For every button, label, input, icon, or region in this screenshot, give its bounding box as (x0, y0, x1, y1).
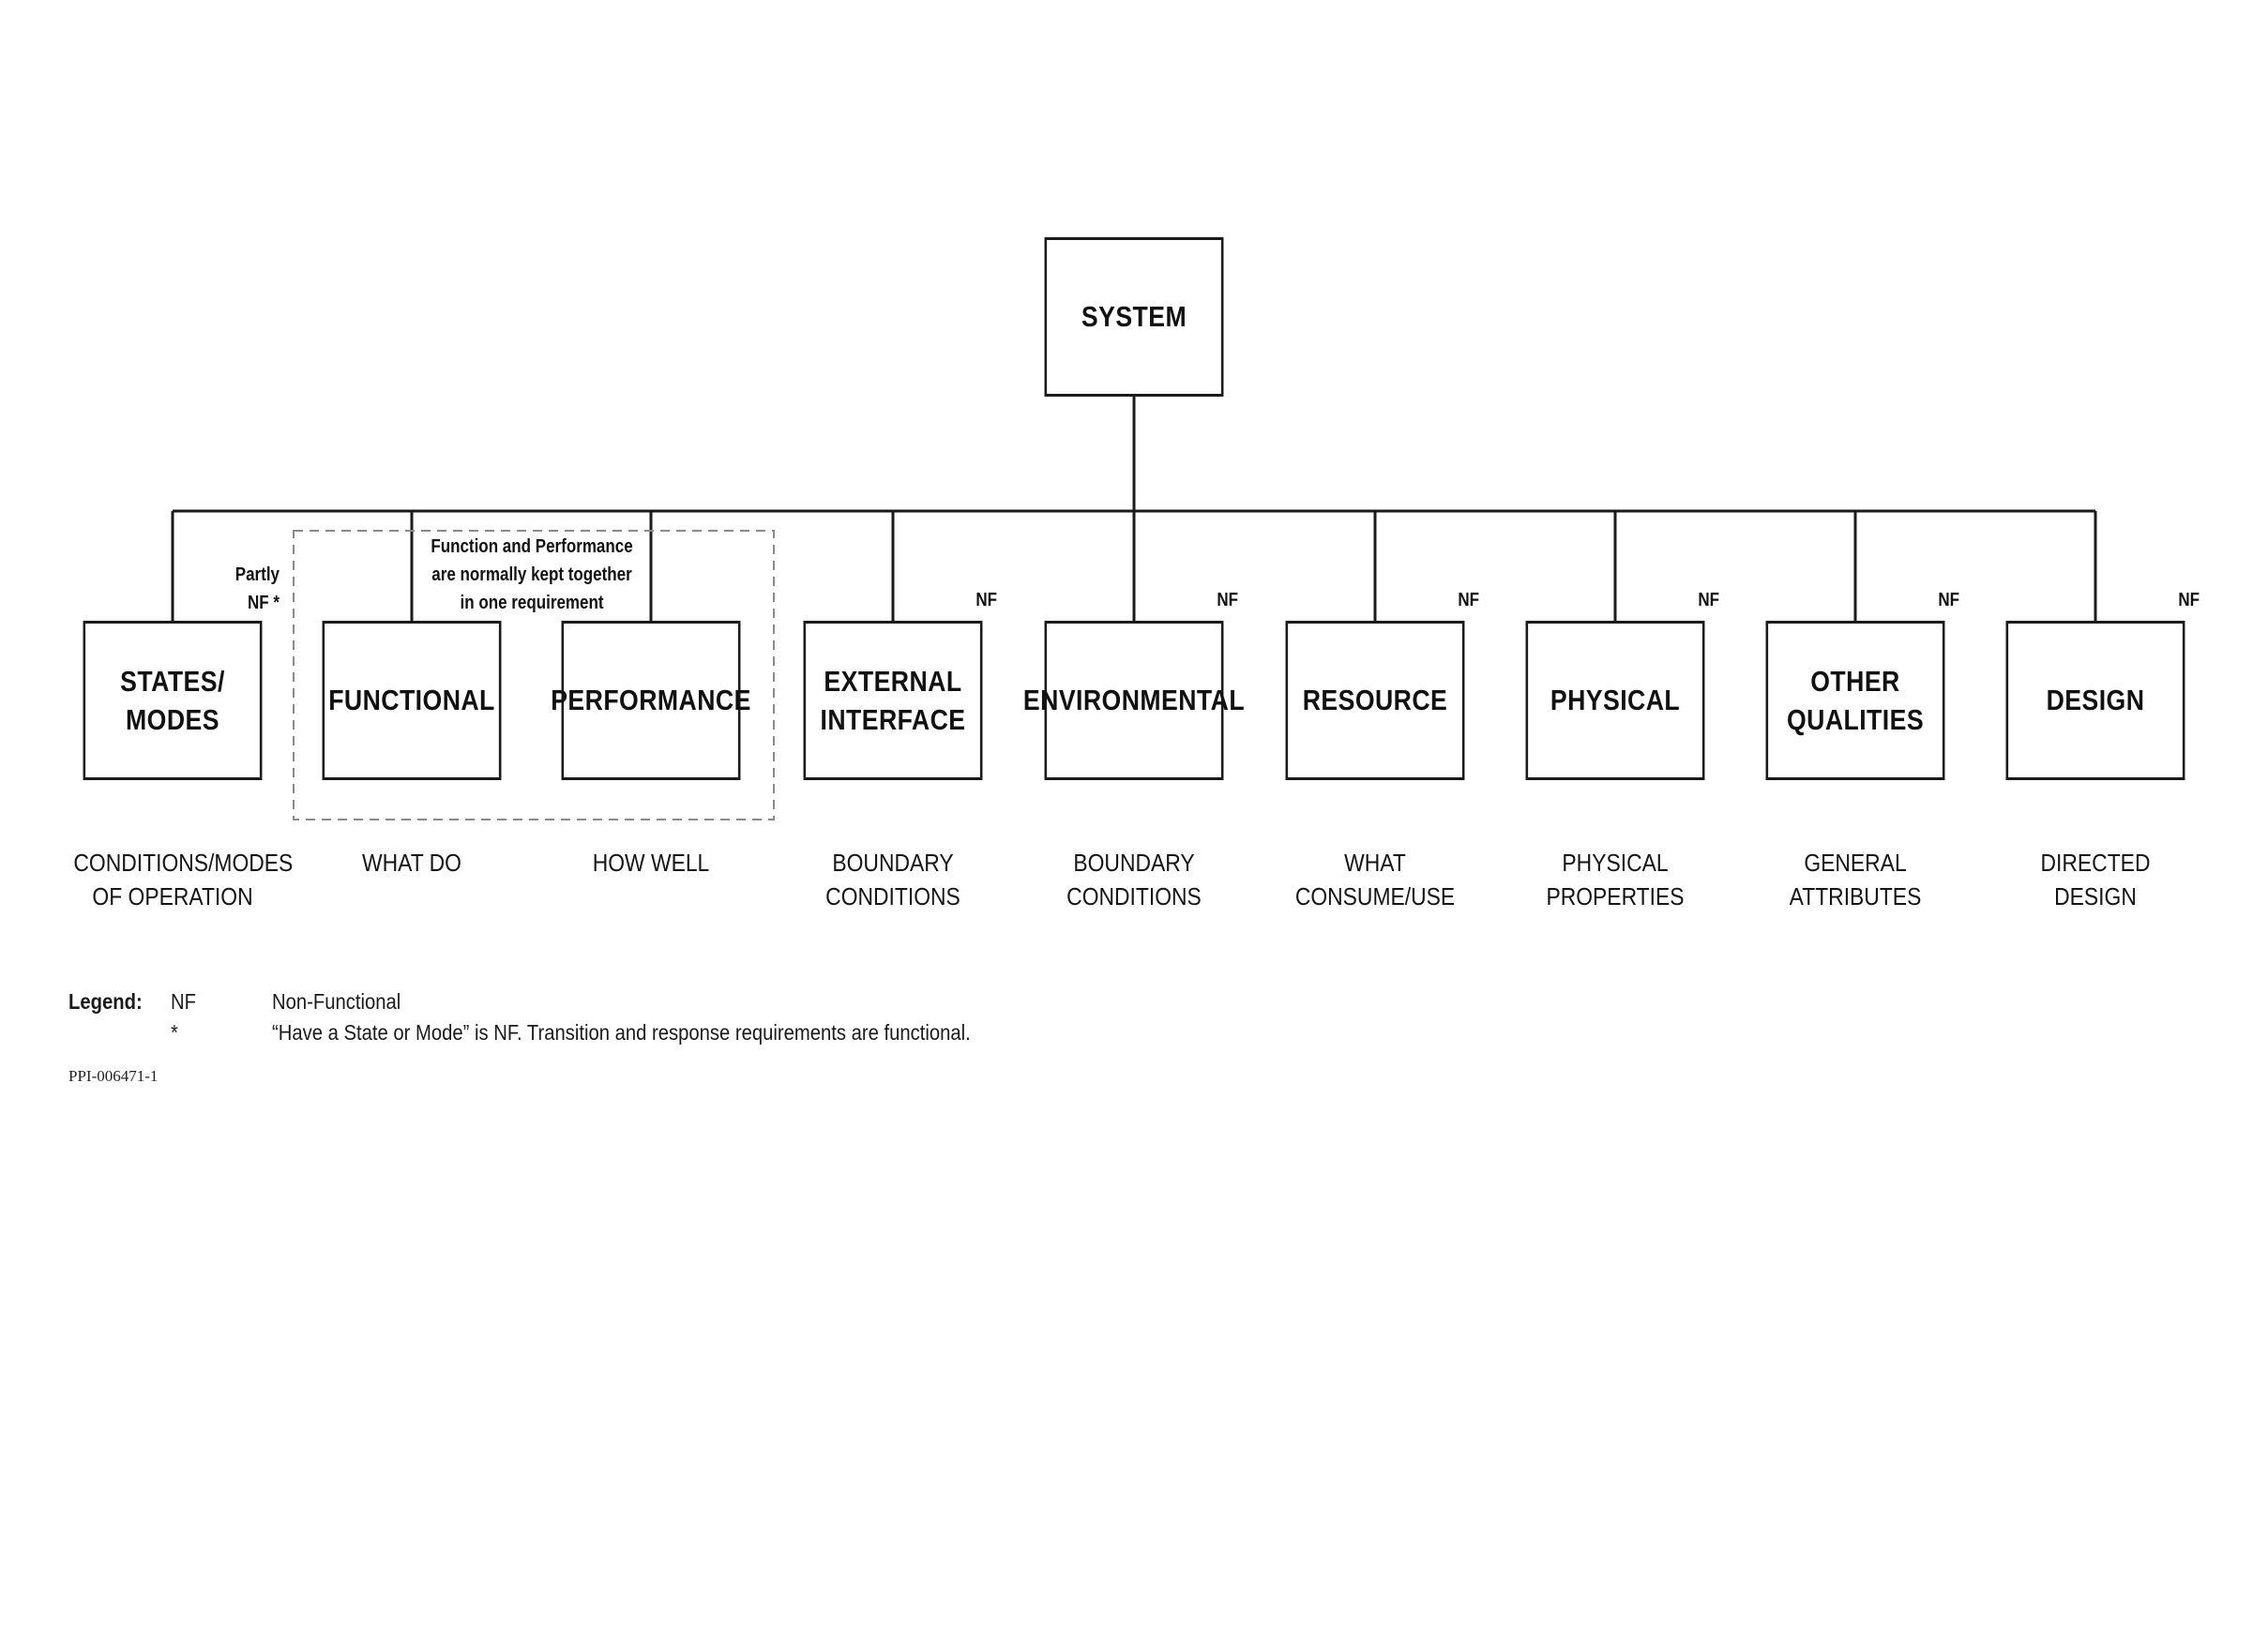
node-design: DESIGN (2005, 621, 2185, 780)
node-physical: PHYSICAL (1525, 621, 1705, 780)
caption-external-interface: BOUNDARY CONDITIONS (794, 847, 991, 914)
legend-text-nf: Non-Functional (272, 989, 401, 1014)
nf-tag-other-qualities: NF (1938, 590, 1959, 610)
legend-title: Legend: (68, 989, 143, 1014)
legend-text-asterisk: “Have a State or Mode” is NF. Transition… (272, 1020, 971, 1045)
nf-tag-resource: NF (1458, 590, 1479, 610)
node-external-interface-label: EXTERNAL INTERFACE (821, 662, 966, 739)
caption-performance: HOW WELL (552, 847, 749, 880)
caption-functional: WHAT DO (312, 847, 510, 880)
node-environmental-label: ENVIRONMENTAL (1023, 681, 1245, 719)
node-environmental: ENVIRONMENTAL (1023, 621, 1245, 780)
node-physical-label-line-1: PHYSICAL (1550, 684, 1681, 717)
node-performance: PERFORMANCE (551, 621, 750, 780)
caption-external-interface-line-1: BOUNDARY (832, 849, 954, 877)
node-states-label-line-1: STATES/ (120, 664, 225, 698)
states-partly-nf-tag: Partly NF * (209, 561, 280, 617)
functional-performance-group-frame (293, 530, 775, 820)
node-other-qualities-label-line-1: OTHER (1810, 664, 1900, 698)
node-states: STATES/MODES (83, 621, 263, 780)
node-external-interface-label-line-1: EXTERNAL (824, 664, 962, 698)
caption-other-qualities-line-2: ATTRIBUTES (1789, 881, 1922, 910)
node-other-qualities: OTHER QUALITIES (1765, 621, 1945, 780)
caption-environmental-line-2: CONDITIONS (1066, 881, 1202, 910)
document-id: PPI-006471-1 (68, 1067, 159, 1085)
caption-performance-line-1: HOW WELL (592, 849, 710, 877)
node-functional: FUNCTIONAL (322, 621, 502, 780)
node-design-label: DESIGN (2047, 681, 2145, 719)
node-states-label: STATES/MODES (120, 662, 225, 739)
caption-external-interface-line-2: CONDITIONS (825, 881, 960, 910)
caption-resource: WHAT CONSUME/USE (1276, 847, 1474, 914)
caption-physical-line-1: PHYSICAL (1562, 849, 1669, 877)
node-system: SYSTEM (1044, 237, 1224, 397)
caption-design: DIRECTED DESIGN (1996, 847, 2194, 914)
nf-tag-external-interface: NF (975, 590, 997, 610)
caption-physical-line-2: PROPERTIES (1546, 881, 1685, 910)
node-system-label: SYSTEM (1081, 300, 1187, 334)
node-external-interface-label-line-2: INTERFACE (820, 703, 966, 736)
node-other-qualities-label-line-2: QUALITIES (1786, 703, 1925, 736)
node-states-label-line-2: MODES (126, 703, 219, 736)
caption-physical: PHYSICAL PROPERTIES (1516, 847, 1714, 914)
node-functional-label-line-1: FUNCTIONAL (328, 684, 495, 717)
caption-design-line-1: DIRECTED (2040, 849, 2151, 877)
legend-symbol-nf: NF (171, 989, 196, 1014)
caption-environmental: BOUNDARY CONDITIONS (1035, 847, 1232, 914)
nf-tag-design: NF (2178, 590, 2200, 610)
legend-symbol-asterisk: * (171, 1020, 178, 1045)
caption-functional-line-1: WHAT DO (362, 849, 461, 877)
caption-environmental-line-1: BOUNDARY (1073, 849, 1195, 877)
group-note: Function and Performance are normally ke… (429, 533, 636, 617)
node-performance-label-line-1: PERFORMANCE (551, 684, 751, 717)
nf-tag-environmental: NF (1217, 590, 1238, 610)
caption-states-line-2: OF OPERATION (92, 881, 253, 910)
partly-line-1: Partly (234, 564, 280, 585)
node-external-interface: EXTERNAL INTERFACE (803, 621, 983, 780)
partly-line-2: NF * (248, 593, 280, 613)
node-environmental-label-line-1: ENVIRONMENTAL (1022, 684, 1246, 717)
group-note-line-1: Function and Performance (431, 536, 633, 557)
node-other-qualities-label: OTHER QUALITIES (1787, 662, 1924, 739)
group-note-line-2: are normally kept together (431, 564, 632, 585)
caption-design-line-2: DESIGN (2054, 881, 2137, 910)
node-resource: RESOURCE (1285, 621, 1465, 780)
group-note-line-3: in one requirement (460, 593, 604, 613)
caption-states-line-1: CONDITIONS/MODES (73, 849, 294, 877)
caption-states: CONDITIONS/MODES OF OPERATION (73, 847, 294, 914)
node-functional-label: FUNCTIONAL (328, 681, 495, 719)
node-physical-label: PHYSICAL (1550, 681, 1680, 719)
caption-resource-line-2: CONSUME/USE (1294, 881, 1456, 910)
node-performance-label: PERFORMANCE (551, 681, 751, 719)
node-resource-label: RESOURCE (1303, 681, 1448, 719)
caption-other-qualities: GENERAL ATTRIBUTES (1756, 847, 1954, 914)
caption-other-qualities-line-1: GENERAL (1804, 849, 1907, 877)
node-resource-label-line-1: RESOURCE (1302, 684, 1448, 717)
node-design-label-line-1: DESIGN (2046, 684, 2145, 717)
tree-connectors (171, 397, 2097, 621)
nf-tag-physical: NF (1698, 590, 1719, 610)
caption-resource-line-1: WHAT (1344, 849, 1406, 877)
